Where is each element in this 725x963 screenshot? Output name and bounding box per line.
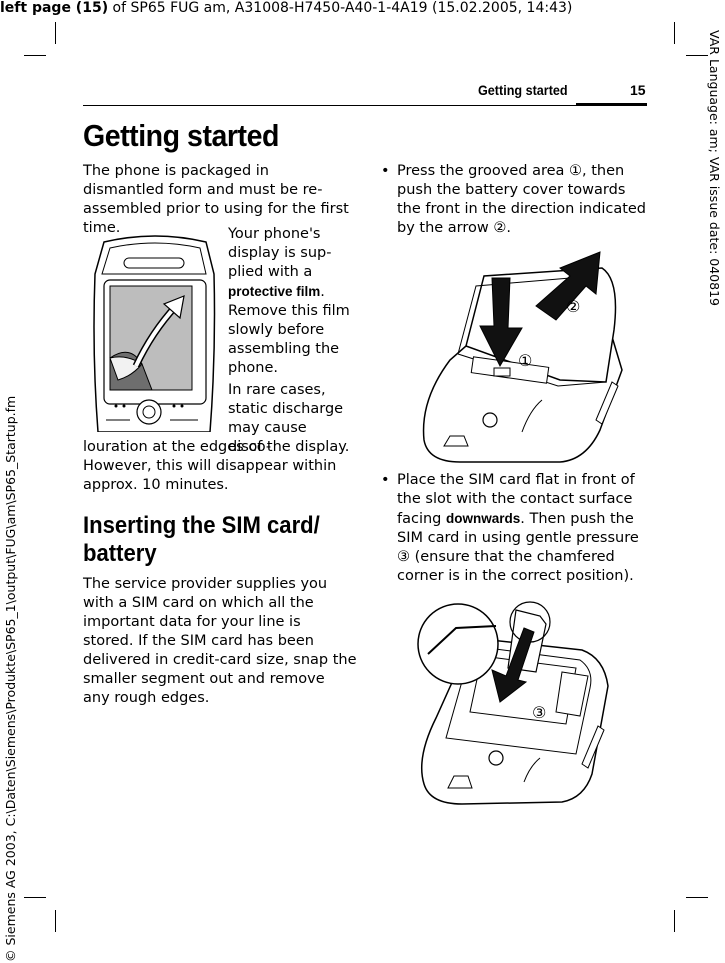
page-title: Getting started: [83, 118, 279, 153]
instruction-bullet-1: • Press the grooved area ①, then push th…: [381, 163, 647, 236]
crop-mark: [24, 897, 46, 898]
protective-film-term: protective film: [228, 284, 321, 299]
section-heading: Inserting the SIM card/battery: [83, 512, 320, 567]
crop-mark: [55, 22, 56, 44]
static-paragraph-continued: louration at the edges of the display. H…: [83, 439, 350, 493]
film-paragraph: Your phone's display is sup- plied with …: [228, 226, 350, 376]
side-note-right: VAR Language: am; VAR issue date: 040819: [707, 30, 722, 306]
running-header: Getting started: [478, 82, 568, 98]
crop-mark: [686, 55, 708, 56]
label-one: ①: [518, 351, 532, 370]
intro-paragraph: The phone is packaged in dismantled form…: [83, 163, 349, 236]
downwards-term: downwards: [446, 511, 521, 526]
header-tab: [576, 103, 647, 106]
bullet-marker: •: [381, 163, 390, 179]
crop-mark: [55, 910, 56, 932]
static-paragraph: In rare cases, static discharge may caus…: [228, 382, 344, 455]
crop-mark: [674, 910, 675, 932]
header-rule: [83, 105, 647, 106]
instruction-bullet-2: • Place the SIM card flat in front of th…: [381, 472, 639, 584]
label-three: ③: [532, 703, 546, 722]
label-two: ②: [566, 297, 580, 316]
sim-paragraph: The service provider supplies you with a…: [83, 576, 357, 706]
page-number: 15: [630, 82, 646, 98]
side-note-left: © Siemens AG 2003, C:\Daten\Siemens\Prod…: [3, 395, 18, 962]
document-meta: left page (15) of SP65 FUG am, A31008-H7…: [0, 0, 573, 16]
crop-mark: [674, 22, 675, 44]
sim-card-illustration: ③: [417, 601, 609, 805]
bullet-marker: •: [381, 472, 390, 488]
phone-illustration: [93, 235, 216, 432]
crop-mark: [24, 55, 46, 56]
battery-cover-illustration: ① ②: [422, 251, 623, 463]
crop-mark: [686, 897, 708, 898]
